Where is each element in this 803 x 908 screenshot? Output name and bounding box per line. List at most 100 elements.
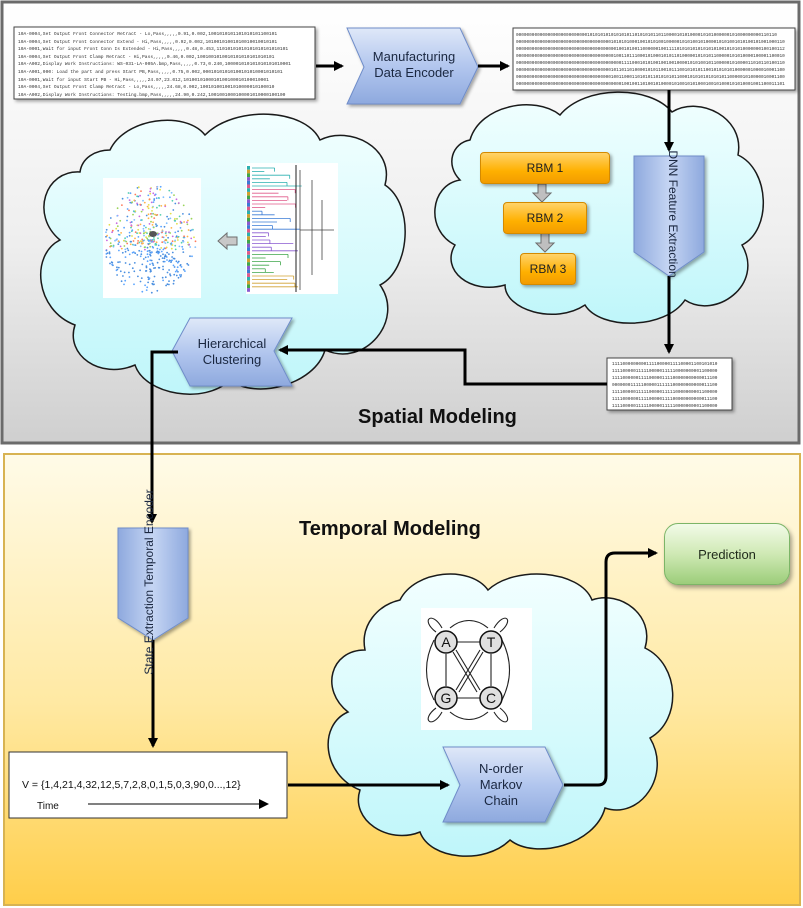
scatter-dot xyxy=(160,205,163,207)
scatter-dot xyxy=(133,210,136,213)
dendrogram-strip xyxy=(247,225,250,229)
scatter-dot xyxy=(128,234,131,237)
scatter-dot xyxy=(156,188,159,190)
scatter-dot xyxy=(149,269,152,271)
markov-label-t: T xyxy=(487,634,496,650)
scatter-dot xyxy=(148,249,151,252)
scatter-dot xyxy=(167,236,170,239)
scatter-dot xyxy=(124,262,127,264)
scatter-dot xyxy=(112,244,115,247)
scatter-dot xyxy=(149,253,151,256)
scatter-dot xyxy=(109,256,112,259)
temporal-title: Temporal Modeling xyxy=(299,518,481,540)
scatter-dot xyxy=(157,252,160,255)
scatter-dot xyxy=(169,274,172,277)
scatter-dot xyxy=(177,202,180,204)
scatter-dot xyxy=(136,203,139,206)
scatter-dot xyxy=(111,231,113,234)
rbm2-label: RBM 2 xyxy=(526,211,564,225)
dnn-label: DNN Feature Extraction xyxy=(666,150,680,277)
scatter-dot xyxy=(131,251,134,254)
scatter-dot xyxy=(169,212,172,215)
scatter-dot xyxy=(166,251,169,254)
scatter-dot xyxy=(126,242,129,245)
markov-label-c: C xyxy=(486,690,496,706)
scatter-dot xyxy=(165,284,168,287)
log-text: 10A-0004,Set Output Front Connector Retr… xyxy=(18,31,312,97)
scatter-dot xyxy=(149,245,152,248)
scatter-dot xyxy=(171,259,173,262)
scatter-dot xyxy=(151,240,153,243)
scatter-dot xyxy=(157,197,160,199)
scatter-dot xyxy=(134,193,137,196)
prediction-label: Prediction xyxy=(698,546,756,562)
dendrogram-strip xyxy=(247,240,250,244)
scatter-dot xyxy=(122,275,124,277)
scatter-dot xyxy=(159,185,162,188)
rbm1-label: RBM 1 xyxy=(526,161,564,175)
scatter-dot xyxy=(153,267,155,269)
scatter-dot xyxy=(136,232,139,235)
bin-top-line: 0000000000000000000000000000000000001011… xyxy=(516,68,785,73)
scatter-dot xyxy=(140,190,142,193)
scatter-dot xyxy=(162,265,164,268)
dendrogram-strip xyxy=(247,284,250,289)
dendrogram-strip xyxy=(247,258,250,263)
scatter-dot xyxy=(108,223,111,226)
scatter-dot xyxy=(169,196,171,199)
rbm2-box: RBM 2 xyxy=(503,202,587,234)
scatter-dot xyxy=(155,251,158,254)
scatter-dot xyxy=(163,225,166,228)
scatter-dot xyxy=(177,239,179,241)
scatter-dot xyxy=(177,235,180,238)
scatter-dot xyxy=(148,277,151,279)
scatter-dot xyxy=(116,266,118,269)
scatter-dot xyxy=(189,246,192,248)
bin-top-line: 0000000000000000000000000000000000001001… xyxy=(516,75,785,80)
scatter-dot xyxy=(187,241,189,244)
scatter-dot xyxy=(189,229,192,232)
scatter-dot xyxy=(137,224,140,227)
scatter-dot xyxy=(183,221,186,223)
scatter-dot xyxy=(154,213,156,216)
scatter-dot xyxy=(156,185,159,188)
scatter-dot xyxy=(105,249,108,252)
scatter-dot xyxy=(156,261,159,264)
dendrogram-strip xyxy=(247,169,250,174)
scatter-dot xyxy=(128,209,130,212)
scatter-dot xyxy=(150,251,153,254)
scatter-dot xyxy=(145,265,148,268)
scatter-dot xyxy=(134,252,137,255)
scatter-dot xyxy=(116,215,119,217)
scatter-dot xyxy=(169,273,171,275)
scatter-dot xyxy=(161,241,164,244)
scatter-dot xyxy=(173,266,176,268)
scatter-dot xyxy=(147,217,150,220)
scatter-dot xyxy=(109,217,112,219)
markov-node-t xyxy=(479,630,503,654)
dendrogram-strip xyxy=(247,221,250,226)
scatter-dot xyxy=(115,222,118,225)
scatter-dot xyxy=(137,228,140,231)
scatter-dot xyxy=(124,237,126,240)
scatter-dot xyxy=(105,228,108,231)
scatter-dot xyxy=(153,237,155,239)
dendrogram-strip xyxy=(247,262,250,266)
scatter-dot xyxy=(108,236,111,239)
dendrogram-strip xyxy=(247,173,250,178)
connectors xyxy=(147,61,674,790)
scatter-dot xyxy=(162,253,164,256)
scatter-dot xyxy=(150,201,153,204)
scatter-dot xyxy=(150,259,153,262)
scatter-dot xyxy=(132,240,135,242)
dendrogram-strip xyxy=(247,199,250,203)
markov-shape xyxy=(442,746,564,823)
scatter-dot xyxy=(129,240,132,243)
scatter-dot xyxy=(160,225,163,228)
dendrogram-image xyxy=(246,163,338,294)
scatter-dot xyxy=(147,281,150,284)
dendrogram-strip xyxy=(247,177,250,181)
scatter-dot xyxy=(158,232,160,235)
scatter-dot xyxy=(139,269,142,272)
scatter-dot xyxy=(153,283,155,286)
